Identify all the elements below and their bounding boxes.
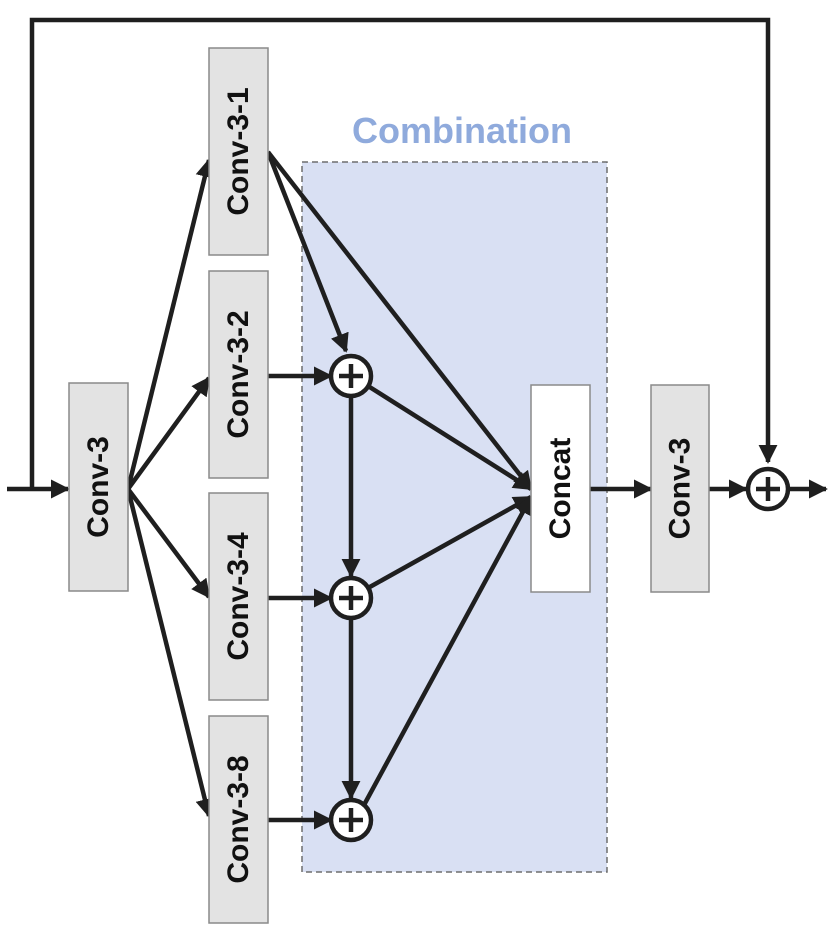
block-conv-3-1-label: Conv-3-1 — [222, 87, 255, 215]
sum-node-2 — [328, 575, 374, 621]
edges — [7, 17, 828, 830]
block-concat: Concat — [530, 384, 591, 593]
edge-conv3-to-conv32 — [126, 376, 211, 491]
skip-connection-line — [29, 17, 778, 489]
sum-node-1 — [328, 353, 374, 399]
edge-conv31-to-sum1 — [265, 151, 349, 353]
edge-conv3-to-conv34 — [126, 487, 211, 599]
block-conv3-output-label: Conv-3 — [664, 438, 697, 540]
edge-sum3-to-concat — [362, 495, 533, 807]
block-conv-3-8: Conv-3-8 — [208, 715, 269, 924]
edge-sum1-to-concat — [366, 384, 533, 491]
block-conv-3-2-label: Conv-3-2 — [222, 310, 255, 438]
block-concat-label: Concat — [544, 438, 577, 540]
edge-sum2-to-concat — [366, 495, 533, 590]
block-conv-3-2: Conv-3-2 — [208, 270, 269, 479]
block-conv3-input: Conv-3 — [68, 382, 129, 592]
edge-conv3-to-conv31 — [125, 158, 215, 490]
block-conv3-input-label: Conv-3 — [82, 436, 115, 538]
edge-conv3-to-conv38 — [125, 488, 215, 818]
block-conv-3-8-label: Conv-3-8 — [222, 755, 255, 883]
block-conv-3-1: Conv-3-1 — [208, 47, 269, 256]
combination-title: Combination — [352, 110, 572, 151]
sum-node-output — [745, 466, 791, 512]
block-conv-3-4-label: Conv-3-4 — [222, 532, 255, 661]
block-conv3-output: Conv-3 — [650, 384, 710, 593]
block-conv-3-4: Conv-3-4 — [208, 492, 269, 701]
edge-conv31-to-concat — [266, 150, 533, 491]
sum-node-3 — [328, 797, 374, 843]
